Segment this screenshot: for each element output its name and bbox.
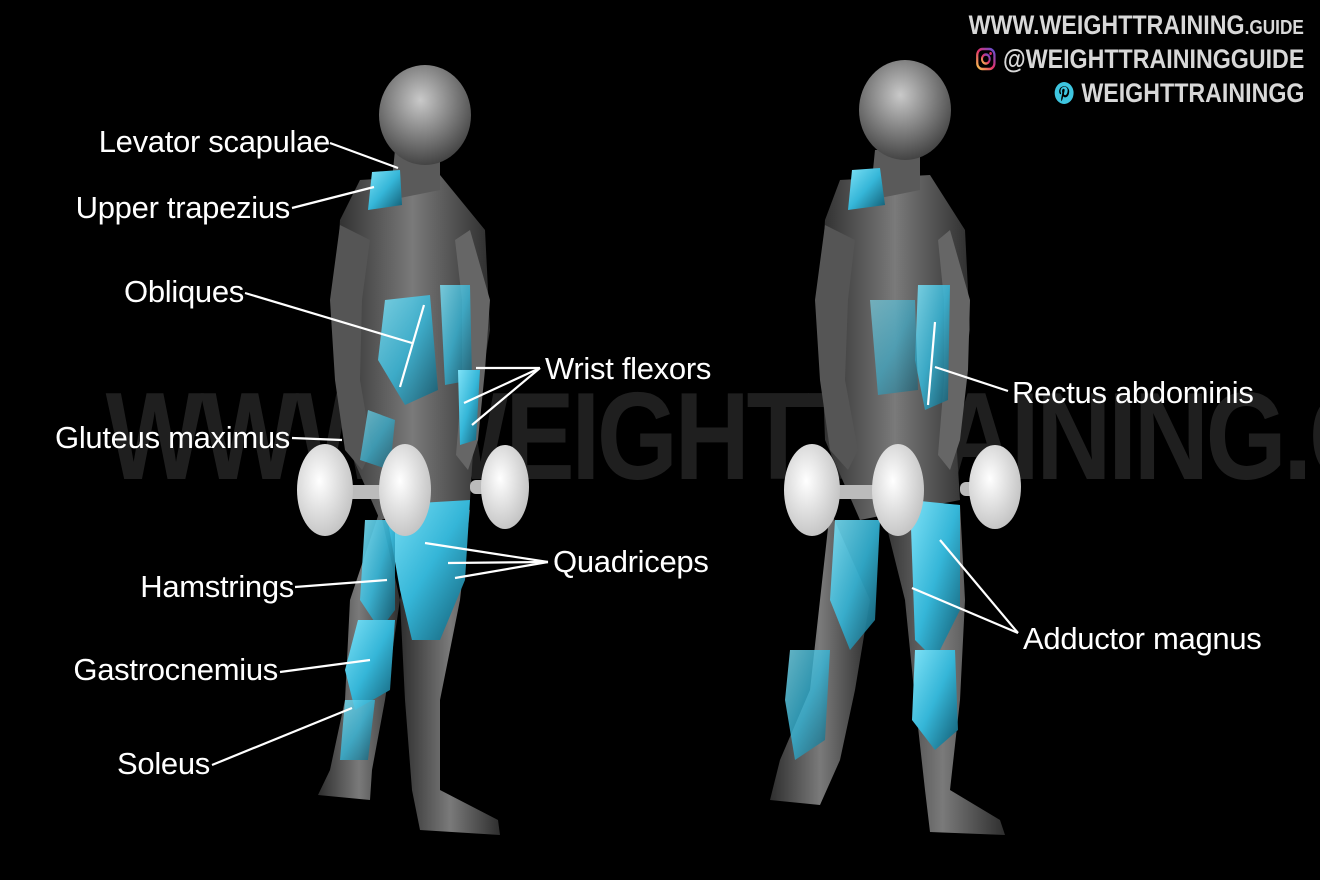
label-obliques: Obliques — [124, 274, 244, 309]
label-adductor-magnus: Adductor magnus — [1023, 621, 1262, 656]
label-soleus: Soleus — [117, 746, 210, 781]
leader-wrist-flexors-c — [471, 367, 541, 426]
left-figure — [297, 65, 529, 835]
label-gastrocnemius: Gastrocnemius — [73, 652, 278, 687]
leader-adductor-magnus-b — [911, 586, 1019, 635]
leader-quadriceps-b — [447, 560, 549, 565]
leader-soleus — [211, 706, 353, 767]
brand-pinterest-handle: WEIGHTTRAININGG — [1080, 78, 1304, 108]
label-hamstrings: Hamstrings — [140, 569, 294, 604]
leader-hamstrings — [294, 578, 388, 589]
brand-pinterest[interactable]: WEIGHTTRAININGG — [1053, 78, 1304, 108]
leader-adductor-magnus-a — [939, 539, 1019, 634]
right-figure — [770, 60, 1021, 835]
leader-rectus-abdominis — [934, 365, 1009, 393]
leader-upper-trapezius — [291, 185, 375, 210]
left-dumbbell-back — [297, 444, 431, 536]
brand-instagram[interactable]: @WEIGHTTRAININGGUIDE — [975, 44, 1304, 74]
label-wrist-flexors: Wrist flexors — [545, 351, 712, 386]
leader-obliques-b — [398, 304, 426, 388]
brand-instagram-handle: @WEIGHTTRAININGGUIDE — [1002, 44, 1304, 74]
brand-website-suffix: .GUIDE — [1244, 17, 1304, 39]
leader-gluteus-maximus — [291, 436, 343, 442]
leader-quadriceps-a — [424, 541, 549, 564]
label-upper-trapezius: Upper trapezius — [75, 190, 291, 225]
label-levator-scapulae: Levator scapulae — [98, 124, 331, 159]
leader-wrist-flexors-b — [463, 367, 541, 404]
leader-rectus-abdominis-b — [926, 321, 937, 406]
label-gluteus-maximus: Gluteus maximus — [55, 420, 290, 455]
leader-lines — [211, 141, 1019, 767]
pinterest-icon — [1054, 82, 1074, 104]
leader-quadriceps-c — [454, 560, 549, 580]
label-quadriceps: Quadriceps — [553, 544, 709, 579]
instagram-icon — [975, 47, 996, 71]
leader-obliques — [244, 291, 413, 345]
right-dumbbell-back — [784, 444, 924, 536]
left-dumbbell-front — [470, 445, 529, 529]
leader-levator-scapulae — [329, 141, 399, 170]
brand-website-main: WWW.WEIGHTTRAINING — [968, 10, 1245, 40]
label-rectus-abdominis: Rectus abdominis — [1012, 375, 1254, 410]
right-dumbbell-front — [960, 445, 1021, 529]
brand-website[interactable]: WWW.WEIGHTTRAINING.GUIDE — [969, 10, 1304, 43]
leader-gastrocnemius — [279, 658, 371, 674]
